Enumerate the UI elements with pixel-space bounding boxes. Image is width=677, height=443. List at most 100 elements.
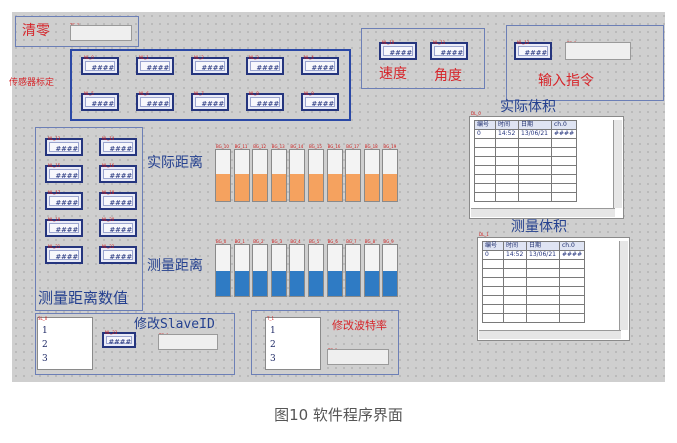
command-input[interactable]: [565, 42, 631, 60]
actual_volume-cell-3: ####: [550, 129, 578, 139]
measured-volume-vscroll[interactable]: [619, 241, 628, 330]
list-item[interactable]: 1: [42, 326, 48, 336]
actual-distance-bar-tag-9: BG_19: [383, 144, 397, 149]
calib-panel: [70, 49, 351, 121]
calib-display-5-tag: NL_5: [84, 91, 94, 96]
measured_volume-header-0[interactable]: 编号: [482, 241, 504, 251]
command-label: 输入指令: [538, 73, 594, 89]
measured-value-display-0-tag: NL_13: [48, 136, 61, 141]
actual-volume-vscroll[interactable]: [613, 120, 622, 208]
actual-distance-bar-tag-1: BG_11: [234, 144, 248, 149]
speed-angle-panel: [361, 28, 485, 89]
calib-display-1-tag: NL_1: [139, 55, 149, 60]
table-row: [482, 268, 586, 278]
calib-display-6: NL_6####: [136, 91, 174, 111]
list-item[interactable]: 3: [42, 354, 48, 364]
measured-value-display-1-tag: NL_14: [102, 136, 115, 141]
clear-field[interactable]: [70, 25, 132, 41]
actual_volume-header-2[interactable]: 日期: [518, 120, 552, 130]
list-item[interactable]: 1: [270, 326, 276, 336]
table-row: [482, 259, 586, 269]
measured-distance-bar-8: BG_8: [363, 239, 380, 297]
calib-display-2-tag: NL_2: [194, 55, 204, 60]
actual-distance-label: 实际距离: [147, 155, 203, 171]
calib-display-3-value: ####: [256, 64, 279, 72]
baud-panel: [251, 310, 399, 375]
speed-display: NL_10 ####: [379, 40, 417, 60]
actual-distance-bar-5: BG_15: [308, 144, 324, 202]
measured_volume-header-3[interactable]: ch.0: [558, 241, 586, 251]
clear-panel: [15, 16, 139, 47]
measured-distance-bar-1: BG_1: [233, 239, 250, 297]
actual_volume-header-3[interactable]: ch.0: [550, 120, 578, 130]
list-item[interactable]: 3: [270, 354, 276, 364]
measured-value-display-5: NL_18####: [99, 190, 137, 210]
measured-value-display-7-tag: NL_20: [102, 217, 115, 222]
calib-display-1: NL_1 ####: [136, 55, 174, 75]
table-row: [474, 165, 578, 175]
angle-display: NL_11 ####: [430, 40, 468, 60]
measured-distance-bar-tag-0: BG_0: [216, 239, 227, 244]
measured_volume-header-2[interactable]: 日期: [526, 241, 560, 251]
measured_volume-cell-3: ####: [558, 250, 586, 260]
actual-distance-bar-tag-8: BG_18: [364, 144, 378, 149]
table-row: [482, 277, 586, 287]
actual-distance-bar-tag-6: BG_16: [327, 144, 341, 149]
calib-display-4-tag: NL_4: [304, 55, 314, 60]
baud-list[interactable]: 1 2 3: [265, 317, 321, 370]
measured-value-display-3-tag: NL_16: [102, 163, 115, 168]
calib-display-5-value: ####: [91, 100, 114, 108]
measured-distance-bar-6: BG_6: [326, 239, 343, 297]
list-item[interactable]: 2: [270, 340, 276, 350]
calib-display-5: NL_5 ####: [81, 91, 119, 111]
measured_volume-header-1[interactable]: 时间: [503, 241, 527, 251]
actual-distance-bar-2: BG_12: [252, 144, 269, 202]
calib-label: 传感器标定: [9, 78, 55, 88]
actual-distance-bar-9: BG_19: [382, 144, 399, 202]
calib-display-0-value: ####: [91, 64, 114, 72]
slave-id-input[interactable]: [158, 334, 218, 350]
actual-distance-bar-tag-7: BG_17: [346, 144, 360, 149]
measured-value-display-4-value: ####: [55, 199, 78, 207]
measured-distance-bar-4: BG_4: [289, 239, 306, 297]
slave-display: NL_23 ####: [102, 330, 136, 348]
measured-volume-hscroll[interactable]: [479, 330, 621, 339]
table-row: [482, 313, 586, 323]
measured-value-display-0: NL_13 ####: [45, 136, 83, 156]
measured-values-label: 测量距离数值: [38, 289, 129, 307]
measured-value-display-3: NL_16####: [99, 163, 137, 183]
actual_volume-header-1[interactable]: 时间: [495, 120, 519, 130]
table-row: [474, 156, 578, 166]
table-row: [474, 138, 578, 148]
measured-value-display-0-value: ####: [55, 145, 78, 153]
measured-value-display-6-value: ####: [55, 226, 78, 234]
actual-volume-hscroll[interactable]: [471, 208, 615, 217]
actual-distance-bar-tag-2: BG_12: [253, 144, 267, 149]
calib-display-8: NL_8####: [246, 91, 284, 111]
baud-input[interactable]: [327, 349, 389, 365]
slave-list-tag: SL_0: [38, 316, 48, 321]
measured-value-display-2-value: ####: [55, 172, 78, 180]
clear-label: 清零: [22, 23, 50, 39]
calib-display-7-value: ####: [201, 100, 224, 108]
calib-display-0-tag: NL_0: [84, 55, 94, 60]
hmi-canvas: 清零 TS_2 传感器标定 速度 角度 NL_10 #### NL_11 ###…: [9, 12, 665, 382]
actual-distance-bar-1: BG_11: [233, 144, 250, 202]
actual_volume-cell-2: 13/06/21: [518, 129, 552, 139]
actual-distance-bar-tag-3: BG_13: [271, 144, 285, 149]
list-item[interactable]: 2: [42, 340, 48, 350]
measured-value-display-4: NL_17####: [45, 190, 83, 210]
measured-distance-bar-3: BG_3: [270, 239, 287, 297]
figure-caption: 图10 软件程序界面: [274, 406, 403, 424]
slave-label: 修改SlaveID: [134, 317, 215, 332]
calib-display-1-value: ####: [146, 64, 169, 72]
baud-label: 修改波特率: [332, 319, 387, 332]
table-row: [474, 192, 578, 202]
measured_volume-cell-0: 0: [482, 250, 504, 260]
slave-id-list[interactable]: 1 2 3: [37, 317, 93, 370]
table-row: [482, 286, 586, 296]
actual_volume-header-0[interactable]: 编号: [474, 120, 496, 130]
calib-display-9-tag: NL_9: [304, 91, 314, 96]
actual-distance-bar-8: BG_18: [363, 144, 380, 202]
